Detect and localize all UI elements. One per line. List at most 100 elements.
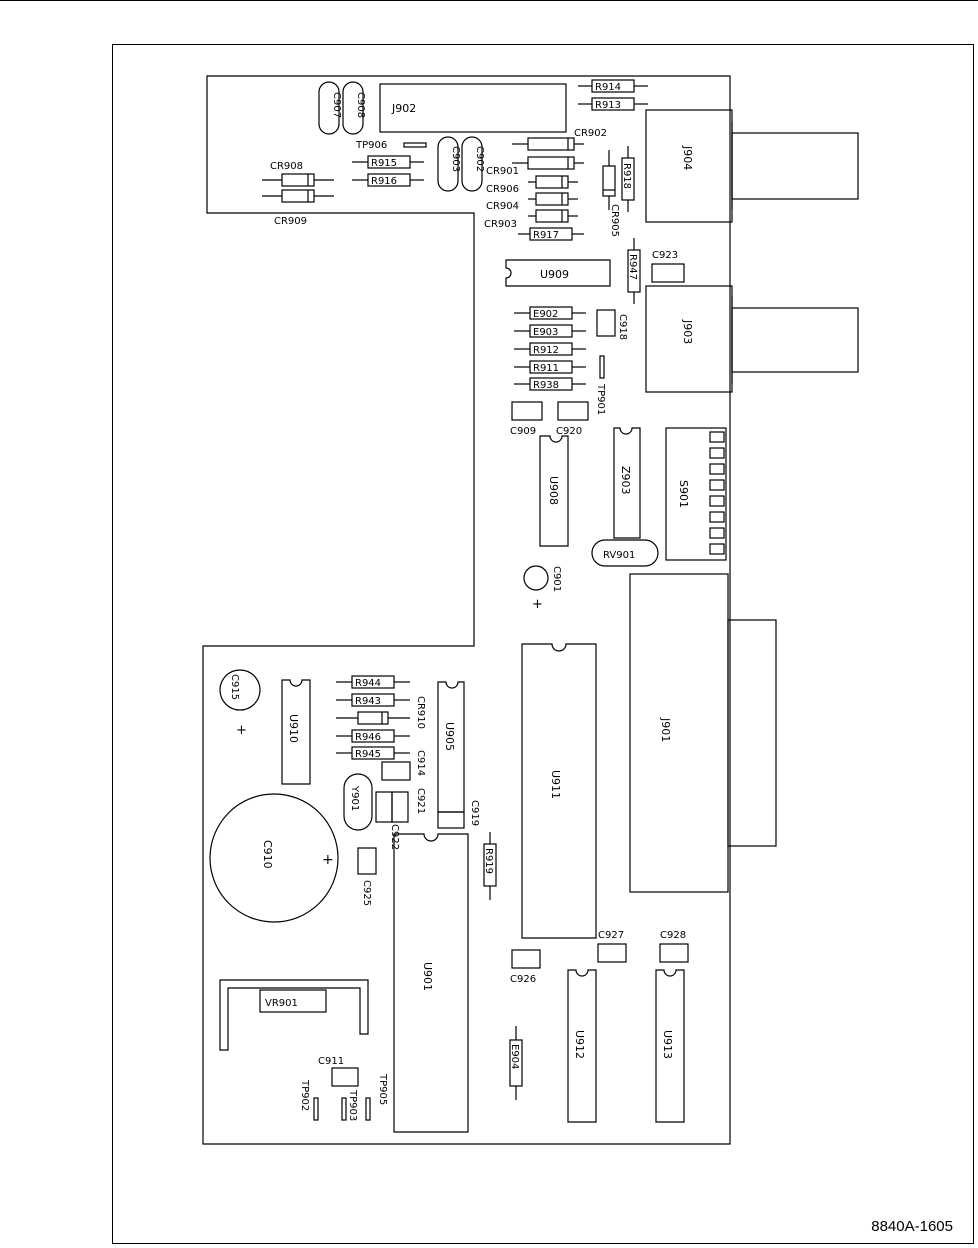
svg-text:S901: S901 <box>677 480 690 508</box>
y901-crystal: Y901 <box>343 773 373 831</box>
cr908-diode: CR908 <box>262 161 334 187</box>
c902-capacitor: C902 <box>461 136 485 192</box>
svg-text:C903: C903 <box>450 146 461 172</box>
u912-ic: U912 <box>567 969 597 1123</box>
svg-text:+: + <box>532 597 543 612</box>
svg-text:U913: U913 <box>661 1030 674 1059</box>
tp902-testpoint: TP902 <box>299 1079 319 1121</box>
cr904-diode: CR904 <box>486 192 578 212</box>
cr905-diode: CR905 <box>602 150 620 237</box>
r915-resistor: R915 <box>352 155 424 169</box>
svg-text:U905: U905 <box>443 722 456 751</box>
svg-text:CR906: CR906 <box>486 184 519 195</box>
svg-text:C914: C914 <box>415 750 426 776</box>
e902-network: E902 <box>514 306 586 320</box>
svg-text:J903: J903 <box>681 319 694 344</box>
cr906-diode: CR906 <box>486 175 578 195</box>
c927-capacitor: C927 <box>597 930 627 963</box>
c921-capacitor: C921 <box>391 788 426 823</box>
svg-text:R945: R945 <box>355 749 381 760</box>
svg-text:C901: C901 <box>551 566 562 592</box>
c908-capacitor: C908 <box>342 81 366 135</box>
svg-text:VR901: VR901 <box>265 998 298 1009</box>
svg-text:E904: E904 <box>509 1044 520 1069</box>
svg-text:Z903: Z903 <box>619 466 632 495</box>
r916-resistor: R916 <box>352 173 424 187</box>
cr909-diode: CR909 <box>262 189 334 227</box>
tp906-testpoint: TP906 <box>355 140 427 151</box>
j904-connector: J904 <box>645 109 859 223</box>
svg-text:U908: U908 <box>547 476 560 505</box>
r911-resistor: R911 <box>514 360 586 374</box>
svg-text:C918: C918 <box>617 314 628 340</box>
e903-network: E903 <box>514 324 586 338</box>
svg-text:U912: U912 <box>573 1030 586 1059</box>
svg-text:CR908: CR908 <box>270 161 303 172</box>
svg-text:R915: R915 <box>371 158 397 169</box>
svg-text:CR904: CR904 <box>486 201 519 212</box>
svg-text:TP903: TP903 <box>347 1089 358 1121</box>
cr902-diode: CR902 <box>512 128 607 151</box>
u910-ic: U910 <box>281 679 311 785</box>
u911-ic: U911 <box>521 643 597 939</box>
c910-capacitor: C910 + <box>209 793 339 923</box>
svg-text:RV901: RV901 <box>603 550 635 561</box>
svg-text:C928: C928 <box>660 930 686 941</box>
c920-capacitor: C920 <box>556 401 589 437</box>
svg-text:CR910: CR910 <box>415 696 426 729</box>
svg-text:TP902: TP902 <box>299 1079 310 1111</box>
svg-text:TP906: TP906 <box>355 140 387 151</box>
svg-text:CR909: CR909 <box>274 216 307 227</box>
u901-ic: U901 <box>393 833 469 1133</box>
u905-ic: U905 <box>437 681 465 829</box>
svg-text:TP905: TP905 <box>377 1073 388 1105</box>
u913-ic: U913 <box>655 969 685 1123</box>
svg-text:J901: J901 <box>659 717 672 742</box>
figure-number: 8840A-1605 <box>871 1218 953 1235</box>
svg-text:R938: R938 <box>533 380 559 391</box>
svg-text:C920: C920 <box>556 426 582 437</box>
c914-capacitor: C914 <box>381 750 426 781</box>
r919-resistor: R919 <box>483 832 497 900</box>
svg-text:R946: R946 <box>355 732 381 743</box>
tp901-testpoint: TP901 <box>595 355 606 415</box>
svg-text:E903: E903 <box>533 327 558 338</box>
c925-capacitor: C925 <box>357 847 377 906</box>
svg-text:R947: R947 <box>627 254 638 280</box>
svg-text:U910: U910 <box>287 714 300 743</box>
svg-text:+: + <box>236 723 247 738</box>
c903-capacitor: C903 <box>437 136 461 192</box>
r917-resistor: R917 <box>518 227 584 241</box>
svg-text:R944: R944 <box>355 678 381 689</box>
svg-text:R916: R916 <box>371 176 397 187</box>
svg-text:C927: C927 <box>598 930 624 941</box>
svg-text:C909: C909 <box>510 426 536 437</box>
cr903-diode: CR903 <box>484 209 578 230</box>
cr910-diode: CR910 <box>336 696 426 729</box>
c911-capacitor: C911 <box>318 1056 359 1087</box>
svg-text:R917: R917 <box>533 230 559 241</box>
svg-text:+: + <box>322 852 334 868</box>
r912-resistor: R912 <box>514 342 586 356</box>
r946-resistor: R946 <box>336 729 410 743</box>
z903-ic: Z903 <box>613 427 641 539</box>
cr901-diode: CR901 <box>486 156 584 177</box>
s901-switch: S901 <box>665 427 727 561</box>
svg-text:R914: R914 <box>595 82 621 93</box>
r947-resistor: R947 <box>627 238 641 304</box>
svg-text:U911: U911 <box>549 770 562 799</box>
svg-text:U909: U909 <box>540 268 569 281</box>
c919-capacitor: C919 <box>469 800 480 826</box>
c922-capacitor: C922 <box>375 791 400 850</box>
tp905-testpoint: TP905 <box>365 1073 388 1121</box>
r914-resistor: R914 <box>578 79 648 93</box>
svg-text:CR901: CR901 <box>486 166 519 177</box>
r913-resistor: R913 <box>578 97 648 111</box>
svg-text:C908: C908 <box>355 92 366 118</box>
j902-connector: J902 <box>379 83 567 133</box>
c907-capacitor: C907 <box>318 81 342 135</box>
svg-text:C921: C921 <box>415 788 426 814</box>
svg-text:C926: C926 <box>510 974 536 985</box>
c926-capacitor: C926 <box>510 949 541 985</box>
rv901-potentiometer: RV901 <box>591 539 659 567</box>
